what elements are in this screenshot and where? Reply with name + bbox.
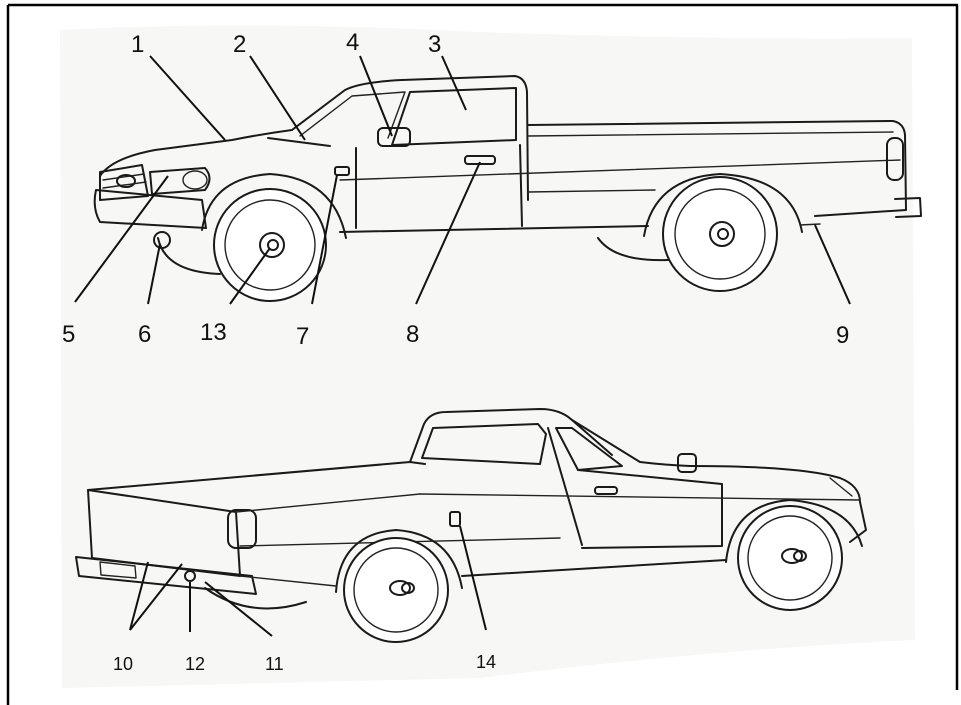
rear-bumper-lower [75, 556, 257, 595]
callout-9: 9 [836, 322, 849, 349]
side-window [555, 427, 623, 471]
leader-line-11 [204, 581, 273, 637]
leader-line-3 [441, 55, 467, 111]
rear-window [421, 423, 547, 465]
rocker-panel-lower [461, 559, 727, 577]
callout-7: 7 [296, 323, 309, 350]
door-handle-lower [594, 486, 618, 495]
side-mirror [377, 127, 411, 147]
cab-roof [409, 408, 613, 463]
front-fender-arch [201, 173, 347, 239]
leader-line-13 [229, 247, 271, 305]
leader-line-5 [74, 175, 169, 303]
hood [99, 129, 293, 177]
leader-line-9 [814, 224, 851, 305]
callout-5: 5 [62, 321, 75, 348]
rear-wheel [662, 176, 778, 292]
callout-3: 3 [428, 31, 441, 58]
fuel-door [449, 511, 461, 527]
callout-labels-bottom: 10 12 11 14 [113, 652, 496, 674]
front-fender-arch-lower [725, 499, 863, 563]
front-bumper-lower [849, 501, 867, 543]
side-marker [334, 166, 350, 176]
front-bumper [93, 189, 207, 229]
rear-fender-arch [643, 173, 803, 237]
callout-11: 11 [265, 654, 284, 674]
door-lower [547, 427, 723, 549]
callout-14: 14 [476, 652, 496, 672]
grille-emblem [116, 174, 136, 188]
leader-line-10a [129, 561, 149, 631]
windshield-lower [571, 419, 691, 467]
callout-10: 10 [113, 654, 133, 674]
wiper-line [267, 137, 331, 147]
tow-hitch [184, 570, 196, 582]
side-mirror-lower [677, 453, 697, 473]
front-door [355, 144, 523, 229]
bottom-truck-drawing [75, 408, 867, 643]
rocker-panel [339, 225, 649, 233]
leader-line-10b [129, 563, 183, 631]
leader-line-1 [149, 55, 226, 141]
bed-rear [814, 134, 907, 217]
leader-line-14 [459, 525, 487, 631]
callout-1: 1 [131, 31, 144, 58]
leader-lines [74, 55, 851, 637]
bed-rail [527, 120, 906, 136]
tail-light [886, 137, 904, 181]
rear-wheel-lower [343, 537, 449, 643]
hood-lower [689, 465, 861, 503]
tail-light-lower [227, 509, 257, 549]
rear-fender-arch-lower [335, 529, 463, 593]
callout-6: 6 [138, 321, 151, 348]
headlight [149, 167, 211, 195]
callout-8: 8 [406, 321, 419, 348]
front-wheel [213, 188, 327, 302]
rear-bumper [894, 197, 922, 218]
leader-line-8 [415, 161, 481, 305]
front-wheel-lower [737, 505, 843, 611]
callout-12: 12 [185, 654, 205, 674]
outer-frame [6, 3, 959, 705]
leader-line-6 [147, 243, 161, 305]
callout-2: 2 [233, 31, 246, 58]
leader-line-7 [311, 174, 338, 305]
callout-13: 13 [200, 319, 227, 346]
cab-rear [526, 91, 529, 201]
fog-light [153, 231, 171, 249]
top-truck-drawing [93, 75, 922, 302]
windshield [291, 75, 528, 131]
leader-line-2 [249, 55, 306, 141]
callout-labels-top: 1 2 4 3 5 6 13 7 8 9 [62, 29, 849, 350]
far-rear-wheel [597, 237, 669, 262]
leader-line-4 [359, 55, 393, 137]
far-rear-wheel-lower [204, 587, 307, 610]
callout-4: 4 [346, 29, 359, 56]
